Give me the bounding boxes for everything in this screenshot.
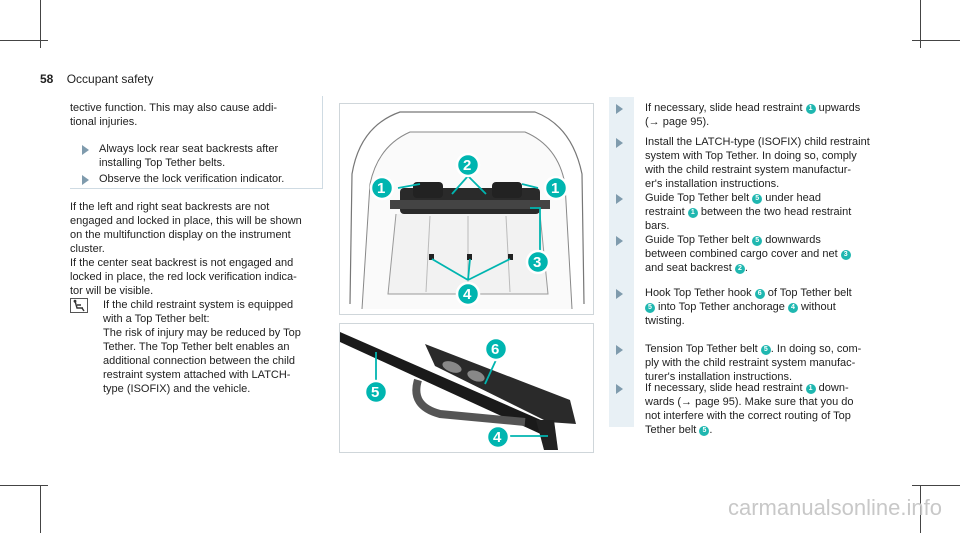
step-text: upwards (→ page 95). <box>645 102 861 128</box>
step-text: If necessary, slide head restraint <box>645 382 806 394</box>
step-text: Guide Top Tether belt <box>645 234 753 246</box>
step-text: down- wards (→ page 95). Make sure that … <box>645 382 854 436</box>
body-paragraph: If the center seat backrest is not engag… <box>70 257 297 297</box>
body-paragraph: If the left and right seat backrests are… <box>70 201 302 255</box>
callout-reference: 5 <box>752 194 763 204</box>
crop-mark <box>40 485 41 533</box>
callout-reference: 3 <box>840 250 851 260</box>
step-text: If necessary, slide head restraint <box>645 102 806 114</box>
step-text: without twisting. <box>645 301 836 327</box>
warning-item: Observe the lock verification indicator. <box>99 173 285 185</box>
callout-reference: 2 <box>734 264 745 274</box>
callout-reference: 4 <box>787 303 798 313</box>
callout-3: 3 <box>525 249 551 275</box>
step-arrow-icon <box>616 138 623 148</box>
step-text: . <box>709 424 713 436</box>
step-text: downwards between combined cargo cover a… <box>645 234 838 260</box>
instruction-step: Guide Top Tether belt 5 downwards betwee… <box>645 233 885 275</box>
callout-5: 5 <box>363 379 389 405</box>
callout-reference: 1 <box>805 384 816 394</box>
callout-reference: 1 <box>805 104 816 114</box>
step-text: of Top Tether belt <box>767 287 852 299</box>
callout-1-right: 1 <box>543 175 569 201</box>
svg-text:3: 3 <box>533 254 541 271</box>
crop-mark <box>920 0 921 48</box>
crop-mark <box>912 485 960 486</box>
callout-reference: 1 <box>687 208 698 218</box>
callout-4: 4 <box>455 281 481 307</box>
instruction-step: Install the LATCH-type (ISOFIX) child re… <box>645 135 885 191</box>
section-title: Occupant safety <box>66 72 154 86</box>
warning-box: tective function. This may also cause ad… <box>70 96 323 189</box>
page-header: 58 Occupant safety <box>40 72 153 86</box>
svg-text:1: 1 <box>551 180 559 197</box>
callout-reference: 5 <box>760 345 771 355</box>
child-seat-icon <box>70 298 88 313</box>
callout-2: 2 <box>455 152 481 178</box>
callout-4: 4 <box>485 424 511 450</box>
step-text: Guide Top Tether belt <box>645 192 753 204</box>
warning-item: Always lock rear seat backrests after in… <box>99 143 279 169</box>
svg-text:4: 4 <box>463 286 472 303</box>
figure-bottom: 6 5 4 <box>339 323 594 453</box>
step-text: under head restraint <box>645 192 821 218</box>
instruction-step: If necessary, slide head restraint 1 upw… <box>645 101 885 129</box>
step-arrow-icon <box>616 289 623 299</box>
callout-reference: 5 <box>699 426 710 436</box>
step-arrow-icon <box>616 345 623 355</box>
callout-6: 6 <box>483 336 509 362</box>
instruction-step: Tension Top Tether belt 5. In doing so, … <box>645 342 885 384</box>
steps-band <box>609 97 634 427</box>
warning-continued-text: tective function. This may also cause ad… <box>70 102 278 128</box>
svg-text:5: 5 <box>371 384 379 401</box>
crop-mark <box>0 485 48 486</box>
step-arrow-icon <box>616 194 623 204</box>
step-text: Hook Top Tether hook <box>645 287 755 299</box>
bullet-arrow-icon <box>82 175 89 185</box>
child-seat-text: The risk of injury may be reduced by Top… <box>103 327 301 395</box>
crop-mark <box>40 0 41 48</box>
callout-1-left: 1 <box>369 175 395 201</box>
step-text: . In doing so, com- ply with the child r… <box>645 343 862 383</box>
instruction-step: Hook Top Tether hook 6 of Top Tether bel… <box>645 286 885 328</box>
callout-reference: 5 <box>645 303 655 313</box>
step-text: between the two head restraint bars. <box>645 206 852 232</box>
callout-reference: 6 <box>754 289 765 299</box>
crop-mark <box>0 40 48 41</box>
page-number: 58 <box>40 72 54 86</box>
step-text: Install the LATCH-type (ISOFIX) child re… <box>645 136 870 190</box>
instruction-step: Guide Top Tether belt 5 under head restr… <box>645 191 885 233</box>
instruction-step: If necessary, slide head restraint 1 dow… <box>645 381 885 437</box>
step-text: into Top Tether anchorage <box>655 301 788 313</box>
svg-text:2: 2 <box>463 157 471 174</box>
step-text: . <box>744 262 748 274</box>
bullet-arrow-icon <box>82 145 89 155</box>
crop-mark <box>920 485 921 533</box>
step-arrow-icon <box>616 104 623 114</box>
crop-mark <box>912 40 960 41</box>
svg-text:1: 1 <box>377 180 385 197</box>
step-text: Tension Top Tether belt <box>645 343 761 355</box>
figure-top: 1 2 1 3 4 <box>339 103 594 315</box>
step-text: and seat backrest <box>645 262 732 274</box>
watermark: carmanualsonline.info <box>727 495 942 520</box>
callout-reference: 5 <box>752 236 763 246</box>
child-seat-intro: If the child restraint system is equippe… <box>103 299 294 325</box>
svg-text:4: 4 <box>493 429 502 446</box>
step-arrow-icon <box>616 384 623 394</box>
step-arrow-icon <box>616 236 623 246</box>
svg-text:6: 6 <box>491 341 499 358</box>
